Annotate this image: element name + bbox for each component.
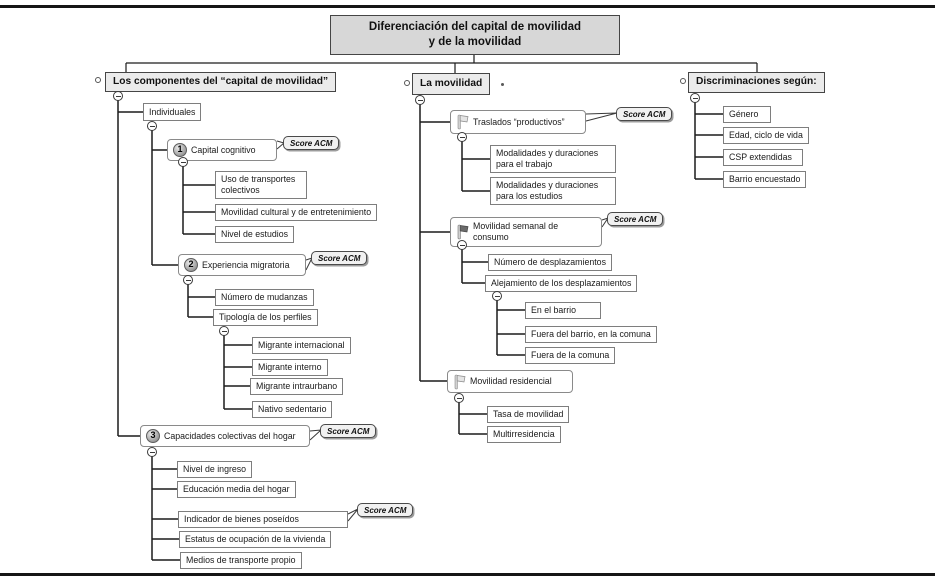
node-label: Movilidad residencial bbox=[470, 376, 552, 386]
node-multirresidencia: Multirresidencia bbox=[487, 426, 561, 443]
node-fuera-barrio-comuna: Fuera del barrio, en la comuna bbox=[525, 326, 657, 343]
score-acm-badge: Score ACM bbox=[607, 212, 664, 226]
node-modalidades-estudios: Modalidades y duraciones para los estudi… bbox=[490, 177, 616, 205]
node-movilidad-semanal: Movilidad semanal de consumo bbox=[450, 217, 602, 247]
node-numero-mudanzas: Número de mudanzas bbox=[215, 289, 314, 306]
node-indicador-bienes: Indicador de bienes poseídos bbox=[178, 511, 348, 528]
node-nativo-sedentario: Nativo sedentario bbox=[252, 401, 333, 418]
score-acm-badge: Score ACM bbox=[320, 424, 377, 438]
score-acm-badge: Score ACM bbox=[283, 136, 340, 150]
node-uso-transportes: Uso de transportes colectivos bbox=[215, 171, 307, 199]
top-rule bbox=[0, 5, 935, 8]
node-individuales: Individuales bbox=[143, 103, 202, 121]
branch-header-capital-movilidad: Los componentes del “capital de movilida… bbox=[105, 72, 337, 92]
flag-icon-light bbox=[457, 114, 469, 130]
branch-connector-dot bbox=[95, 77, 101, 83]
node-migrante-intraurbano: Migrante intraurbano bbox=[250, 378, 344, 395]
score-acm-badge: Score ACM bbox=[357, 503, 414, 517]
collapse-toggle-icon[interactable] bbox=[219, 326, 229, 336]
node-movilidad-cultural: Movilidad cultural y de entretenimiento bbox=[215, 204, 378, 221]
node-alejamiento-desplazamientos: Alejamiento de los desplazamientos bbox=[485, 275, 638, 292]
node-fuera-comuna: Fuera de la comuna bbox=[525, 347, 616, 364]
node-numero-desplazamientos: Número de desplazamientos bbox=[488, 254, 612, 271]
number-2-icon: 2 bbox=[184, 258, 198, 272]
collapse-toggle-icon[interactable] bbox=[183, 275, 193, 285]
bottom-rule bbox=[0, 573, 935, 576]
node-nivel-ingreso: Nivel de ingreso bbox=[177, 461, 253, 478]
node-migrante-internacional: Migrante internacional bbox=[252, 337, 351, 354]
node-capital-cognitivo: 1 Capital cognitivo bbox=[167, 139, 277, 161]
node-edad-ciclo-vida: Edad, ciclo de vida bbox=[723, 127, 809, 144]
branch-header-discriminaciones: Discriminaciones según: bbox=[688, 72, 825, 93]
number-3-icon: 3 bbox=[146, 429, 160, 443]
node-nivel-estudios: Nivel de estudios bbox=[215, 226, 294, 243]
node-estatus-vivienda: Estatus de ocupación de la vivienda bbox=[179, 531, 332, 548]
node-barrio-encuestado: Barrio encuestado bbox=[723, 171, 807, 188]
collapse-toggle-icon[interactable] bbox=[690, 93, 700, 103]
node-label: Movilidad semanal de consumo bbox=[473, 221, 559, 242]
node-genero: Género bbox=[723, 106, 771, 123]
node-traslados-productivos: Traslados “productivos” bbox=[450, 110, 586, 134]
collapse-toggle-icon[interactable] bbox=[415, 95, 425, 105]
node-educacion-media: Educación media del hogar bbox=[177, 481, 296, 498]
collapse-toggle-icon[interactable] bbox=[113, 91, 123, 101]
connector-left-branch bbox=[117, 96, 252, 561]
collapse-toggle-icon[interactable] bbox=[492, 291, 502, 301]
node-handle-dot bbox=[501, 83, 504, 86]
node-experiencia-migratoria: 2 Experiencia migratoria bbox=[178, 254, 306, 276]
node-label: Capital cognitivo bbox=[191, 144, 256, 155]
node-csp-extendidas: CSP extendidas bbox=[723, 149, 803, 166]
collapse-toggle-icon[interactable] bbox=[178, 157, 188, 167]
number-1-icon: 1 bbox=[173, 143, 187, 157]
connector-right-branch bbox=[694, 98, 723, 180]
node-medios-transporte: Medios de transporte propio bbox=[180, 552, 302, 569]
node-migrante-interno: Migrante interno bbox=[252, 359, 328, 376]
figure-title-line1: Diferenciación del capital de movilidad bbox=[368, 21, 582, 34]
connector-middle-branch bbox=[419, 100, 525, 435]
figure-title-line2: y de la movilidad bbox=[428, 36, 522, 48]
branch-connector-dot bbox=[680, 78, 686, 84]
node-tipologia-perfiles: Tipología de los perfiles bbox=[213, 309, 318, 326]
node-modalidades-trabajo: Modalidades y duraciones para el trabajo bbox=[490, 145, 616, 173]
collapse-toggle-icon[interactable] bbox=[147, 121, 157, 131]
collapse-toggle-icon[interactable] bbox=[454, 393, 464, 403]
flag-icon-dark bbox=[457, 224, 469, 240]
branch-connector-dot bbox=[404, 80, 410, 86]
node-capacidades-hogar: 3 Capacidades colectivas del hogar bbox=[140, 425, 310, 447]
collapse-toggle-icon[interactable] bbox=[457, 132, 467, 142]
connector-title bbox=[125, 54, 758, 73]
node-movilidad-residencial: Movilidad residencial bbox=[447, 370, 573, 393]
branch-header-movilidad: La movilidad bbox=[412, 73, 491, 95]
node-tasa-movilidad: Tasa de movilidad bbox=[487, 406, 570, 423]
collapse-toggle-icon[interactable] bbox=[457, 240, 467, 250]
node-en-el-barrio: En el barrio bbox=[525, 302, 601, 319]
figure-title: Diferenciación del capital de movilidad … bbox=[330, 15, 620, 55]
flag-icon-light bbox=[454, 374, 466, 389]
node-label: Capacidades colectivas del hogar bbox=[164, 430, 296, 441]
collapse-toggle-icon[interactable] bbox=[147, 447, 157, 457]
score-acm-badge: Score ACM bbox=[616, 107, 673, 121]
score-acm-badge: Score ACM bbox=[311, 251, 368, 265]
node-label: Experiencia migratoria bbox=[202, 259, 290, 270]
node-label: Traslados “productivos” bbox=[473, 116, 565, 127]
